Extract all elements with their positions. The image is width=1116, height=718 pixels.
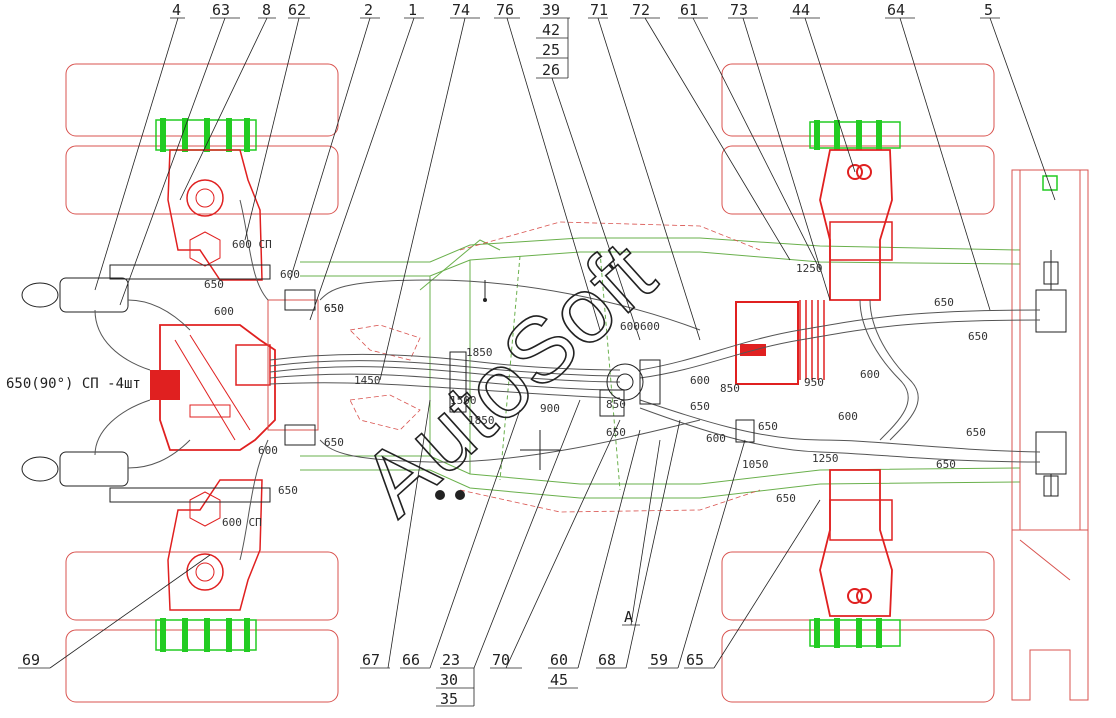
hose-label: 600 bbox=[214, 305, 234, 318]
callout-59: 59 bbox=[650, 651, 668, 669]
hose-label: 600 bbox=[258, 444, 278, 457]
callout-72: 72 bbox=[632, 1, 650, 19]
hose-label: 650 bbox=[936, 458, 956, 471]
hose-label: 600 bbox=[640, 320, 660, 333]
hose-label: 650 bbox=[934, 296, 954, 309]
callout-62: 62 bbox=[288, 1, 306, 19]
rear-frame-rail bbox=[1011, 169, 1089, 701]
callout-25: 25 bbox=[542, 41, 560, 59]
hose-label: 650 bbox=[758, 420, 778, 433]
hose-label: 1500 bbox=[450, 394, 477, 407]
hose-label-650-sp: 650(90°) СП -4шт bbox=[6, 376, 141, 392]
rear-axle bbox=[735, 120, 901, 648]
hose-label: 600 СП bbox=[232, 238, 272, 251]
callout-68: 68 bbox=[598, 651, 616, 669]
callout-8: 8 bbox=[262, 1, 271, 19]
hose-label: 950 bbox=[804, 376, 824, 389]
rear-green-block bbox=[1042, 175, 1058, 191]
hose-label: 650 bbox=[324, 436, 344, 449]
hose-label: 1850 bbox=[466, 346, 493, 359]
callout-76: 76 bbox=[496, 1, 514, 19]
callout-73: 73 bbox=[730, 1, 748, 19]
front-cylinders bbox=[21, 264, 271, 503]
hose-label: 650 bbox=[968, 330, 988, 343]
callout-2: 2 bbox=[364, 1, 373, 19]
hose-label: 1250 bbox=[812, 452, 839, 465]
callouts-bottom: 69 67 66 23 30 35 70 60 45 68 59 65 A bbox=[22, 608, 704, 708]
callout-5: 5 bbox=[984, 1, 993, 19]
hose-label: 1050 bbox=[742, 458, 769, 471]
callout-69: 69 bbox=[22, 651, 40, 669]
watermark: AutoSoft bbox=[343, 223, 674, 535]
hose-label: 650 bbox=[776, 492, 796, 505]
hose-label: 650 bbox=[324, 302, 344, 315]
hose-label: 600 bbox=[620, 320, 640, 333]
hose-label: 600 СП bbox=[222, 516, 262, 529]
callout-74: 74 bbox=[452, 1, 470, 19]
frame-holes bbox=[435, 298, 487, 500]
callout-35: 35 bbox=[440, 690, 458, 708]
view-mark-a: A bbox=[624, 608, 633, 626]
front-axle bbox=[150, 118, 319, 652]
hose-label: 600 bbox=[690, 374, 710, 387]
callout-71: 71 bbox=[590, 1, 608, 19]
chassis-frame bbox=[300, 237, 1021, 499]
callout-64: 64 bbox=[887, 1, 905, 19]
callout-39: 39 bbox=[542, 1, 560, 19]
hose-label: 650 bbox=[204, 278, 224, 291]
callout-66: 66 bbox=[402, 651, 420, 669]
callout-30: 30 bbox=[440, 671, 458, 689]
hose-label: 850 bbox=[720, 382, 740, 395]
callout-60: 60 bbox=[550, 651, 568, 669]
leader-lines bbox=[18, 17, 1056, 707]
hose-label: 650 bbox=[278, 484, 298, 497]
callout-65: 65 bbox=[686, 651, 704, 669]
body-outline bbox=[349, 221, 761, 513]
hose-label: 600 bbox=[280, 268, 300, 281]
hose-length-labels: 650(90°) СП -4шт 600 СП 600 СП 650 650 6… bbox=[6, 238, 988, 529]
callout-70: 70 bbox=[492, 651, 510, 669]
hose-label: 650 bbox=[966, 426, 986, 439]
callouts-top: 4 63 8 62 2 1 74 76 39 42 25 26 71 72 61… bbox=[172, 1, 993, 79]
callout-42: 42 bbox=[542, 21, 560, 39]
callout-45: 45 bbox=[550, 671, 568, 689]
callout-23: 23 bbox=[442, 651, 460, 669]
hose-label: 900 bbox=[540, 402, 560, 415]
rear-cylinders bbox=[1035, 250, 1067, 497]
hose-label: 600 bbox=[860, 368, 880, 381]
callout-61: 61 bbox=[680, 1, 698, 19]
hose-label: 1850 bbox=[468, 414, 495, 427]
hose-label: 600 bbox=[838, 410, 858, 423]
callout-1: 1 bbox=[408, 1, 417, 19]
callout-44: 44 bbox=[792, 1, 810, 19]
hose-label: 650 bbox=[324, 302, 344, 315]
hose-label: 650 bbox=[690, 400, 710, 413]
hose-label: 850 bbox=[606, 398, 626, 411]
hose-label: 650 bbox=[606, 426, 626, 439]
callout-63: 63 bbox=[212, 1, 230, 19]
center-valves bbox=[449, 280, 755, 470]
callout-4: 4 bbox=[172, 1, 181, 19]
hose-label: 600 bbox=[706, 432, 726, 445]
hose-label: 1250 bbox=[796, 262, 823, 275]
callout-67: 67 bbox=[362, 651, 380, 669]
hose-label: 1450 bbox=[354, 374, 381, 387]
hoses bbox=[94, 199, 1041, 561]
callout-26: 26 bbox=[542, 61, 560, 79]
